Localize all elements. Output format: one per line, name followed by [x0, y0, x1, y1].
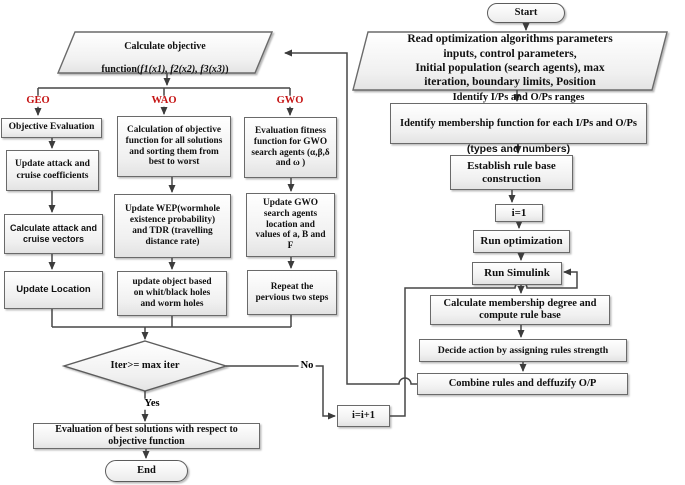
node-i-increment: i=i+1	[337, 405, 390, 427]
node-i-equals-1: i=1	[495, 204, 543, 222]
decision-label-no: No	[298, 359, 316, 372]
node-update-gwo-agents: Update GWO search agents location and va…	[246, 193, 335, 257]
branch-label-geo: GEO	[24, 94, 52, 107]
node-wao-objective-calculation: Calculation of objective function for al…	[117, 116, 231, 177]
branch-label-gwo: GWO	[274, 94, 306, 107]
node-identify-ips-ops: Identify I/Ps and O/Ps ranges Identify m…	[390, 92, 647, 155]
node-read-optimization-parameters: Read optimization algorithms parameters …	[407, 33, 613, 89]
identify-line1: Identify I/Ps and O/Ps ranges	[452, 91, 585, 103]
node-start-terminator: Start	[487, 3, 565, 23]
node-repeat-previous-steps: Repeat the pervious two steps	[247, 270, 337, 315]
calc-objective-line2-suffix: )	[225, 64, 229, 76]
node-calculate-membership-degree: Calculate membership degree and compute …	[430, 295, 610, 325]
node-combine-rules-defuzzify: Combine rules and deffuzify O/P	[417, 373, 628, 395]
identify-line3: (types and numbers)	[466, 143, 571, 156]
node-update-location: Update Location	[4, 271, 103, 309]
calc-objective-line1: Calculate objective	[124, 40, 206, 52]
calc-objective-line2-prefix: function(	[101, 64, 141, 76]
node-run-optimization: Run optimization	[473, 230, 570, 253]
node-decide-action-rules-strength: Decide action by assigning rules strengt…	[419, 339, 627, 362]
shape-layer	[56, 31, 668, 392]
branch-label-wao: WAO	[149, 94, 179, 107]
node-end-terminator: End	[105, 460, 188, 482]
calc-objective-line2-italic: f1(x1), f2(x2), f3(x3)	[140, 64, 226, 76]
node-gwo-fitness-evaluation: Evaluation fitness function for GWO sear…	[244, 117, 337, 178]
node-objective-evaluation: Objective Evaluation	[1, 118, 102, 138]
node-establish-rule-base: Establish rule base construction	[450, 155, 573, 190]
read-parameters-parallelogram	[352, 31, 668, 91]
node-update-object-holes: update object based on whit/black holes …	[117, 271, 227, 316]
node-calculate-attack-cruise-vectors: Calculate attack and cruise vectors	[4, 214, 103, 254]
node-calculate-objective-function: Calculate objective function(f1(x1), f2(…	[75, 33, 255, 76]
calculate-objective-parallelogram	[56, 31, 274, 74]
node-run-simulink: Run Simulink	[472, 262, 562, 285]
node-iteration-check: Iter>= max iter	[110, 359, 180, 371]
decision-label-yes: Yes	[142, 397, 162, 410]
identify-line2: Identify membership function for each I/…	[400, 117, 637, 129]
node-evaluate-best-solutions: Evaluation of best solutions with respec…	[33, 423, 260, 449]
node-update-attack-cruise-coefficients: Update attack and cruise coefficients	[6, 150, 99, 191]
node-update-wep-tdr: Update WEP(wormhole existence probabilit…	[114, 194, 231, 258]
arrow-no-to-increment	[226, 365, 336, 420]
feedback-combine-to-objective	[284, 49, 417, 385]
